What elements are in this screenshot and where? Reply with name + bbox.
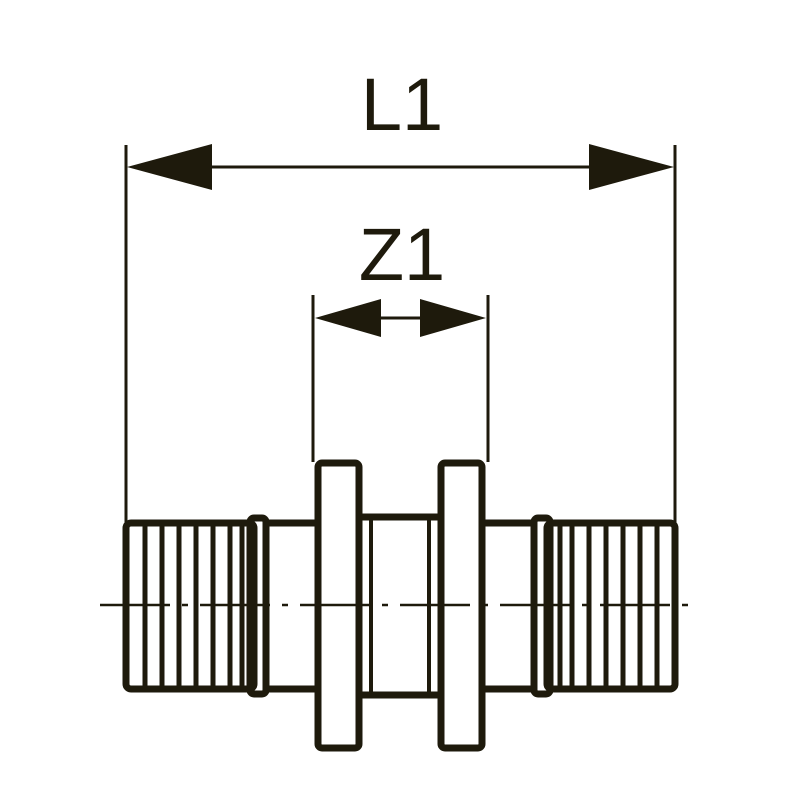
z1-label: Z1: [359, 213, 445, 296]
overall-length-dimension: L1: [124, 63, 677, 525]
l1-label: L1: [361, 63, 443, 146]
l1-arrow-left: [127, 144, 212, 190]
l1-arrow-right: [589, 144, 674, 190]
inner-length-dimension: Z1: [311, 213, 490, 462]
z1-arrow-left: [315, 299, 381, 337]
z1-arrow-right: [420, 299, 486, 337]
